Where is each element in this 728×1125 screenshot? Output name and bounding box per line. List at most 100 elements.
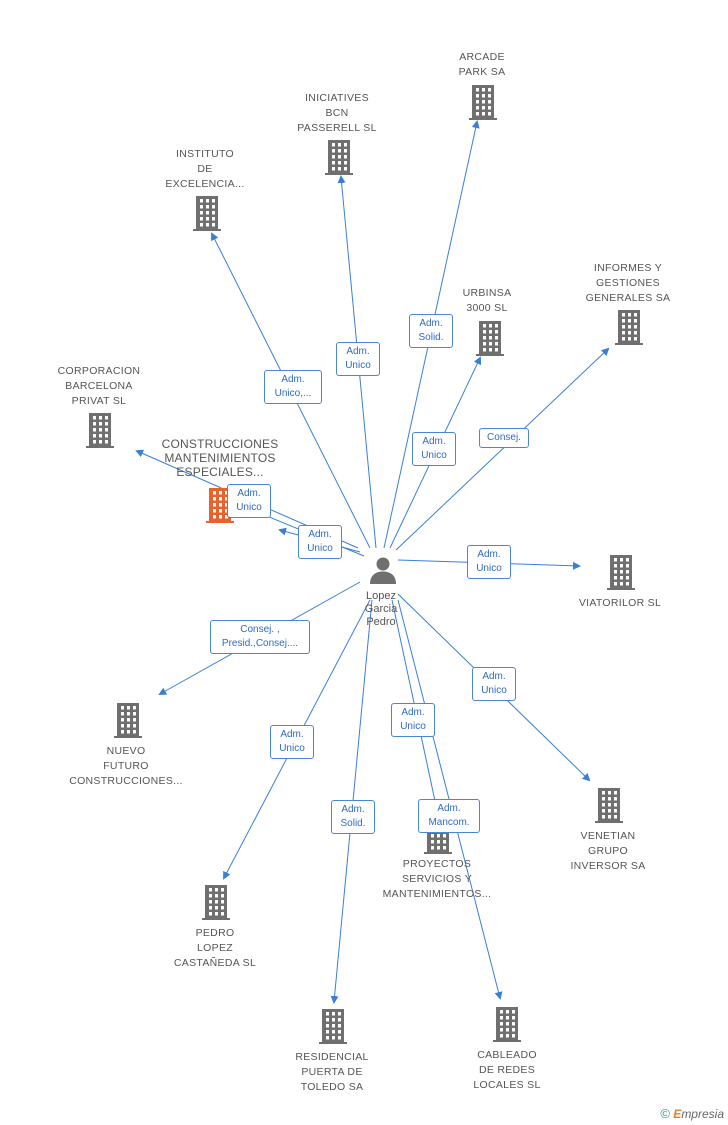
building-icon bbox=[86, 413, 114, 448]
company-name: NUEVO FUTURO CONSTRUCCIONES... bbox=[51, 744, 201, 789]
role-label-venetian[interactable]: Adm. Unico bbox=[472, 667, 516, 701]
company-name-line: NUEVO bbox=[106, 745, 146, 757]
center-person-name: Lopez Garcia Pedro bbox=[364, 590, 398, 628]
role-label-nuevo[interactable]: Consej. , Presid.,Consej.... bbox=[210, 620, 310, 654]
role-label-viatorilor[interactable]: Adm.Unico bbox=[467, 545, 511, 579]
role-label-proyectos[interactable]: Adm. Unico bbox=[391, 703, 435, 737]
company-name-line: 3000 SL bbox=[466, 302, 508, 314]
person-icon bbox=[370, 557, 396, 584]
company-name: CABLEADO DE REDES LOCALES SL bbox=[432, 1048, 582, 1093]
role-label-arcade[interactable]: Adm. Solid. bbox=[409, 314, 453, 348]
role-label-line: Unico bbox=[345, 360, 371, 371]
company-name-line: CABLEADO bbox=[477, 1049, 537, 1061]
company-name-line: ARCADE bbox=[459, 51, 505, 63]
building-icon bbox=[325, 140, 353, 175]
role-label-line: Adm. bbox=[341, 804, 365, 815]
company-name-line: PUERTA DE bbox=[301, 1066, 363, 1078]
company-name-line: FUTURO bbox=[103, 760, 149, 772]
company-name: INICIATIVES BCN PASSERELL SL bbox=[262, 91, 412, 136]
role-label-cableado[interactable]: Adm. Mancom. bbox=[418, 799, 480, 833]
company-name-line: MANTENIMIENTOS... bbox=[382, 888, 492, 900]
company-name-line: GRUPO bbox=[587, 845, 628, 857]
role-label-urbinsa[interactable]: Adm.Unico bbox=[412, 432, 456, 466]
role-label-line: Unico bbox=[307, 543, 333, 554]
company-name-line: SERVICIOS Y bbox=[401, 873, 473, 885]
company-name: ARCADE PARK SA bbox=[407, 50, 557, 80]
building-icon bbox=[493, 1007, 521, 1042]
role-label-line: Consej. , bbox=[240, 624, 280, 635]
role-label-line: Solid. bbox=[340, 818, 366, 829]
role-label-line: Mancom. bbox=[428, 817, 470, 828]
role-label-line: Unico,... bbox=[274, 388, 312, 399]
role-label-corporacion[interactable]: Adm. Unico bbox=[298, 525, 342, 559]
role-label-line: Adm. bbox=[401, 707, 425, 718]
building-icon bbox=[607, 555, 635, 590]
role-label-informes[interactable]: Consej. bbox=[479, 428, 529, 448]
building-icon bbox=[476, 321, 504, 356]
company-name: PEDRO LOPEZ CASTAÑEDA SL bbox=[140, 926, 290, 971]
company-name-line: VIATORILOR SL bbox=[578, 597, 662, 609]
role-label-line: Adm. bbox=[477, 549, 501, 560]
role-label-line: Unico bbox=[421, 450, 447, 461]
company-name-line: PEDRO bbox=[195, 927, 235, 939]
company-name-line: MANTENIMIENTOS bbox=[164, 451, 276, 465]
company-name-line: PASSERELL SL bbox=[297, 122, 377, 134]
company-name-line: CONSTRUCCIONES... bbox=[69, 775, 183, 787]
company-name-line: LOCALES SL bbox=[473, 1079, 541, 1091]
role-label-line: Adm. bbox=[437, 803, 461, 814]
role-label-pedro[interactable]: Adm.Unico bbox=[270, 725, 314, 759]
role-label-line: Solid. bbox=[418, 332, 444, 343]
role-label-iniciatives[interactable]: Adm. Unico bbox=[336, 342, 380, 376]
company-name: RESIDENCIAL PUERTA DE TOLEDO SA bbox=[257, 1050, 407, 1095]
company-name-line: TOLEDO SA bbox=[300, 1081, 364, 1093]
company-name-line: PARK SA bbox=[458, 66, 506, 78]
role-label-line: Unico bbox=[279, 743, 305, 754]
company-name-line: INICIATIVES bbox=[305, 92, 369, 104]
role-label-line: Adm. bbox=[237, 488, 261, 499]
company-name-line: PRIVAT SL bbox=[71, 395, 127, 407]
company-name-line: DE REDES bbox=[478, 1064, 536, 1076]
role-label-line: Adm. bbox=[419, 318, 443, 329]
company-name-line: RESIDENCIAL bbox=[295, 1051, 369, 1063]
role-label-line: Adm. bbox=[346, 346, 370, 357]
role-label-residencial[interactable]: Adm. Solid. bbox=[331, 800, 375, 834]
role-label-construcciones[interactable]: Adm. Unico bbox=[227, 484, 271, 518]
role-label-instituto[interactable]: Adm.Unico,... bbox=[264, 370, 322, 404]
role-label-line: Unico bbox=[236, 502, 262, 513]
company-name-line: URBINSA bbox=[462, 287, 512, 299]
company-name-line: INFORMES Y bbox=[593, 262, 663, 274]
building-icon bbox=[319, 1009, 347, 1044]
role-label-line: Consej. bbox=[487, 432, 521, 443]
company-name-line: CORPORACION bbox=[57, 365, 141, 377]
company-name-line: ESPECIALES... bbox=[176, 465, 264, 479]
role-label-line: Unico bbox=[400, 721, 426, 732]
company-name-line: BCN bbox=[325, 107, 349, 119]
building-icon bbox=[202, 885, 230, 920]
company-name-line: CASTAÑEDA SL bbox=[173, 957, 257, 969]
brand-logo: © Empresia bbox=[660, 1106, 724, 1121]
company-name-line: BARCELONA bbox=[65, 380, 133, 392]
company-name-line: GENERALES SA bbox=[585, 292, 671, 304]
company-name: INFORMES Y GESTIONES GENERALES SA bbox=[553, 261, 703, 306]
company-name-line: CONSTRUCCIONES bbox=[161, 437, 279, 451]
edge-line bbox=[395, 347, 610, 551]
company-name-line: GESTIONES bbox=[596, 277, 660, 289]
building-icon bbox=[206, 488, 234, 523]
company-name: CORPORACION BARCELONA PRIVAT SL bbox=[24, 364, 174, 409]
role-label-line: Adm. bbox=[308, 529, 332, 540]
role-label-line: Presid.,Consej.... bbox=[221, 638, 299, 649]
building-icon bbox=[469, 85, 497, 120]
company-name-line: EXCELENCIA... bbox=[165, 178, 245, 190]
company-name-line: LOPEZ bbox=[197, 942, 233, 954]
company-name: URBINSA 3000 SL bbox=[412, 286, 562, 316]
building-icon bbox=[595, 788, 623, 823]
company-name-line: DE bbox=[197, 163, 213, 175]
company-name-line: VENETIAN bbox=[580, 830, 636, 842]
role-label-line: Unico bbox=[481, 685, 507, 696]
building-icon bbox=[615, 310, 643, 345]
role-label-line: Adm. bbox=[482, 671, 506, 682]
